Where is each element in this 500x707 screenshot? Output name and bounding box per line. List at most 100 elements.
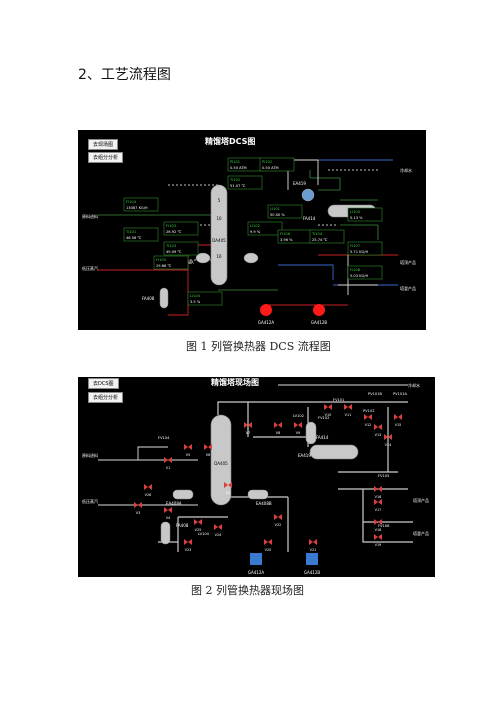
go-composition-button[interactable]: 去组分分析 (88, 152, 124, 163)
svg-text:5.03 KG/H: 5.03 KG/H (350, 274, 368, 278)
svg-text:V22: V22 (275, 523, 282, 527)
svg-text:29.86 ℃: 29.86 ℃ (156, 264, 171, 268)
svg-text:V2: V2 (226, 491, 230, 495)
valve-v10[interactable]: V10 (324, 404, 332, 417)
svg-text:V7: V7 (246, 431, 250, 435)
field-reboiler-b (247, 489, 269, 500)
column-vessel (210, 184, 228, 286)
valve-v4[interactable]: V4 (164, 507, 172, 520)
svg-text:0.50 ATM: 0.50 ATM (230, 166, 247, 170)
feed-label: 原料进料 (82, 213, 98, 219)
valve-v12[interactable]: V12 (364, 414, 372, 427)
pump-a-label: GA412A (258, 320, 274, 325)
field-reboiler2-label: EA408B (256, 501, 272, 506)
valve-v1[interactable]: V1 (164, 457, 172, 470)
svg-text:V17: V17 (375, 508, 382, 512)
valve-v18[interactable]: V18 (374, 519, 382, 532)
valve-v23[interactable]: V23 (184, 539, 192, 552)
svg-text:9.9 %: 9.9 % (250, 230, 261, 234)
instrument-fv106: FV106 (378, 524, 390, 528)
svg-text:LI101: LI101 (270, 207, 280, 211)
dcs-schematic: 5 10 DA405 16 GA412A GA412B 原料进料 低压蒸汽 冷却… (82, 157, 416, 325)
valve-v16[interactable]: V16 (374, 486, 382, 499)
svg-text:V18: V18 (375, 528, 382, 532)
svg-text:V6: V6 (206, 453, 210, 457)
field-cooling-water-label: 冷却水 (408, 382, 420, 388)
valve-v15[interactable]: V15 (394, 414, 402, 427)
field-condenser-label: EA419 (298, 453, 311, 458)
field-pump-a (250, 553, 262, 565)
svg-text:V16: V16 (375, 495, 382, 499)
field-reboiler-a (172, 489, 194, 500)
valve-v24[interactable]: V24 (214, 524, 222, 537)
svg-text:FI106: FI106 (280, 232, 291, 236)
svg-text:FI105: FI105 (156, 258, 166, 262)
svg-text:51.07 ℃: 51.07 ℃ (230, 184, 245, 188)
valve-v13[interactable]: V13 (374, 424, 382, 437)
valve-v14[interactable]: V14 (384, 434, 392, 447)
instrument-tag-fi105[interactable]: FI105 29.86 ℃ (153, 255, 189, 270)
tray-mid-label: 10 (216, 216, 222, 221)
valve-v26[interactable]: V26 (144, 484, 152, 497)
field-drum-vessel (160, 521, 171, 545)
svg-text:V23: V23 (185, 548, 192, 552)
go-field-button[interactable]: 去现场图 (88, 139, 119, 150)
instrument-lv104: LV104 (198, 532, 210, 536)
go-composition-button-2[interactable]: 去组分分析 (88, 392, 124, 403)
field-reboiler-label: EA408A (166, 501, 182, 506)
svg-text:V12: V12 (365, 423, 372, 427)
svg-text:V10: V10 (325, 413, 332, 417)
bottom-product-label: 塔釜产品 (400, 285, 416, 291)
field-steam-label: 低压蒸汽 (82, 498, 98, 504)
go-dcs-button[interactable]: 去DCS图 (88, 378, 119, 389)
valve-v20[interactable]: V20 (264, 539, 272, 552)
field-pump-b (306, 553, 318, 565)
instrument-fv104: FV104 (158, 436, 170, 440)
valve-v5[interactable]: V5 (184, 444, 192, 457)
valve-v11[interactable]: V11 (344, 404, 352, 417)
tray-bot-label: 16 (216, 254, 222, 259)
svg-text:5.71 KG/H: 5.71 KG/H (350, 250, 368, 254)
valve-v6[interactable]: V6 (204, 444, 212, 457)
valve-v22[interactable]: V22 (274, 514, 282, 527)
svg-text:V15: V15 (395, 423, 402, 427)
pump-b-icon (313, 304, 325, 316)
reboiler2-icon (243, 252, 259, 264)
valve-v21[interactable]: V21 (309, 539, 317, 552)
condenser-icon (301, 188, 315, 202)
svg-text:TI103: TI103 (165, 244, 176, 248)
column-label: DA405 (212, 238, 226, 243)
valve-v2[interactable]: V2 (224, 482, 232, 495)
condenser-label: EA419 (293, 181, 306, 186)
valve-v17[interactable]: V17 (374, 499, 382, 512)
valve-v19[interactable]: V19 (374, 534, 382, 547)
valve-v3[interactable]: V3 (134, 502, 142, 515)
svg-text:FI104: FI104 (126, 200, 137, 204)
svg-text:PI102: PI102 (262, 160, 272, 164)
svg-text:V21: V21 (310, 548, 317, 552)
svg-text:V5: V5 (186, 453, 190, 457)
valve-v25[interactable]: V25 (194, 519, 202, 532)
drum2-label: FA414 (303, 216, 316, 221)
valve-v7[interactable]: V7 (244, 422, 252, 435)
top-product-label: 塔顶产品 (400, 259, 416, 265)
instrument-fv102: FV102 (318, 416, 329, 420)
valve-v9[interactable]: V9 (294, 422, 302, 435)
svg-text:V26: V26 (145, 493, 152, 497)
valve-v8[interactable]: V8 (274, 422, 282, 435)
